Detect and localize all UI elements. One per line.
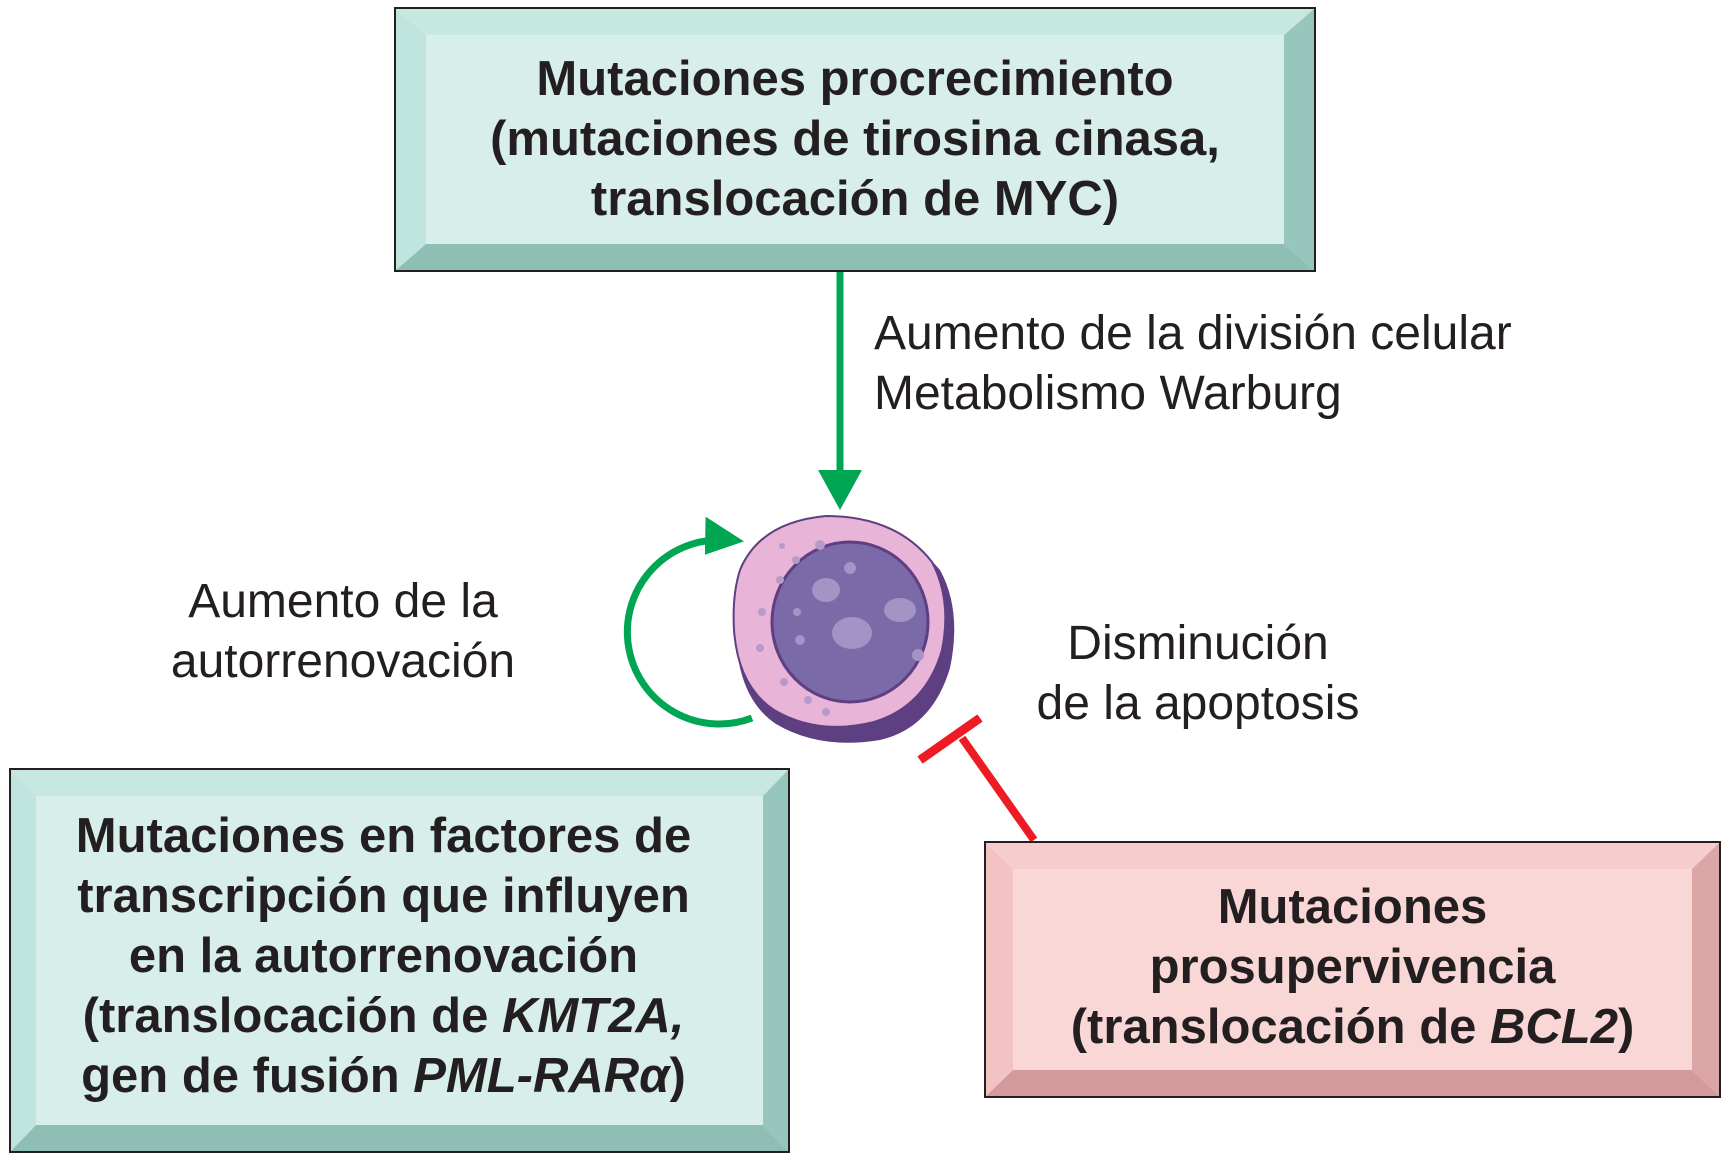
text-segment: ) bbox=[669, 1049, 686, 1103]
label-line: de la apoptosis bbox=[1036, 677, 1360, 730]
self-renewal-loop-arrow bbox=[623, 516, 754, 728]
box-title-line: Mutaciones procrecimiento bbox=[536, 52, 1174, 106]
label-line: Aumento de la división celular bbox=[874, 307, 1512, 360]
apoptosis-inhibition-arrow bbox=[917, 714, 1038, 843]
box-bevel bbox=[396, 9, 1314, 270]
label-line: Aumento de la bbox=[188, 575, 498, 628]
label-line: autorrenovación bbox=[170, 635, 516, 688]
box-text-line: en la autorrenovación bbox=[128, 929, 639, 983]
box-text-line: transcripción que influyen bbox=[77, 869, 690, 923]
gene-name-italic: KMT2A, bbox=[501, 989, 685, 1043]
label-line: Metabolismo Warburg bbox=[874, 367, 1342, 420]
box-bevel bbox=[986, 843, 1719, 1096]
box-title-line: Mutaciones en factores de bbox=[75, 809, 692, 863]
tumor-cell bbox=[732, 514, 955, 743]
label-line: Disminución bbox=[1067, 617, 1329, 670]
box-bevel bbox=[11, 770, 788, 1151]
self-renewal-label: Aumento de la autorrenovación bbox=[148, 572, 538, 692]
text-segment: (translocación de bbox=[82, 989, 502, 1043]
box-text-line: translocación de MYC) bbox=[590, 172, 1120, 226]
box-text-line: (translocación de KMT2A, bbox=[11, 986, 756, 1046]
self-renewal-mutations-box: Mutaciones en factores de transcripción … bbox=[9, 768, 790, 1153]
division-label: Aumento de la división celular Metabolis… bbox=[874, 304, 1512, 424]
box-text-line: (translocación de BCL2) bbox=[986, 997, 1719, 1057]
text-segment: (translocación de bbox=[1070, 1000, 1491, 1054]
survival-mutations-box: Mutaciones prosupervivencia (translocaci… bbox=[984, 841, 1721, 1098]
text-segment: gen de fusión bbox=[81, 1049, 414, 1103]
growth-arrow bbox=[818, 272, 862, 510]
growth-mutations-box: Mutaciones procrecimiento (mutaciones de… bbox=[394, 7, 1316, 272]
gene-name-italic: BCL2 bbox=[1490, 1000, 1618, 1054]
apoptosis-label: Disminución de la apoptosis bbox=[1008, 614, 1388, 734]
box-text-line: gen de fusión PML-RARα) bbox=[11, 1046, 756, 1106]
box-text-line: prosupervivencia bbox=[1149, 940, 1556, 994]
gene-name-italic: PML-RARα bbox=[413, 1049, 670, 1103]
text-segment: ) bbox=[1617, 1000, 1635, 1054]
box-text-line: (mutaciones de tirosina cinasa, bbox=[490, 112, 1220, 166]
box-title-line: Mutaciones bbox=[1217, 880, 1488, 934]
